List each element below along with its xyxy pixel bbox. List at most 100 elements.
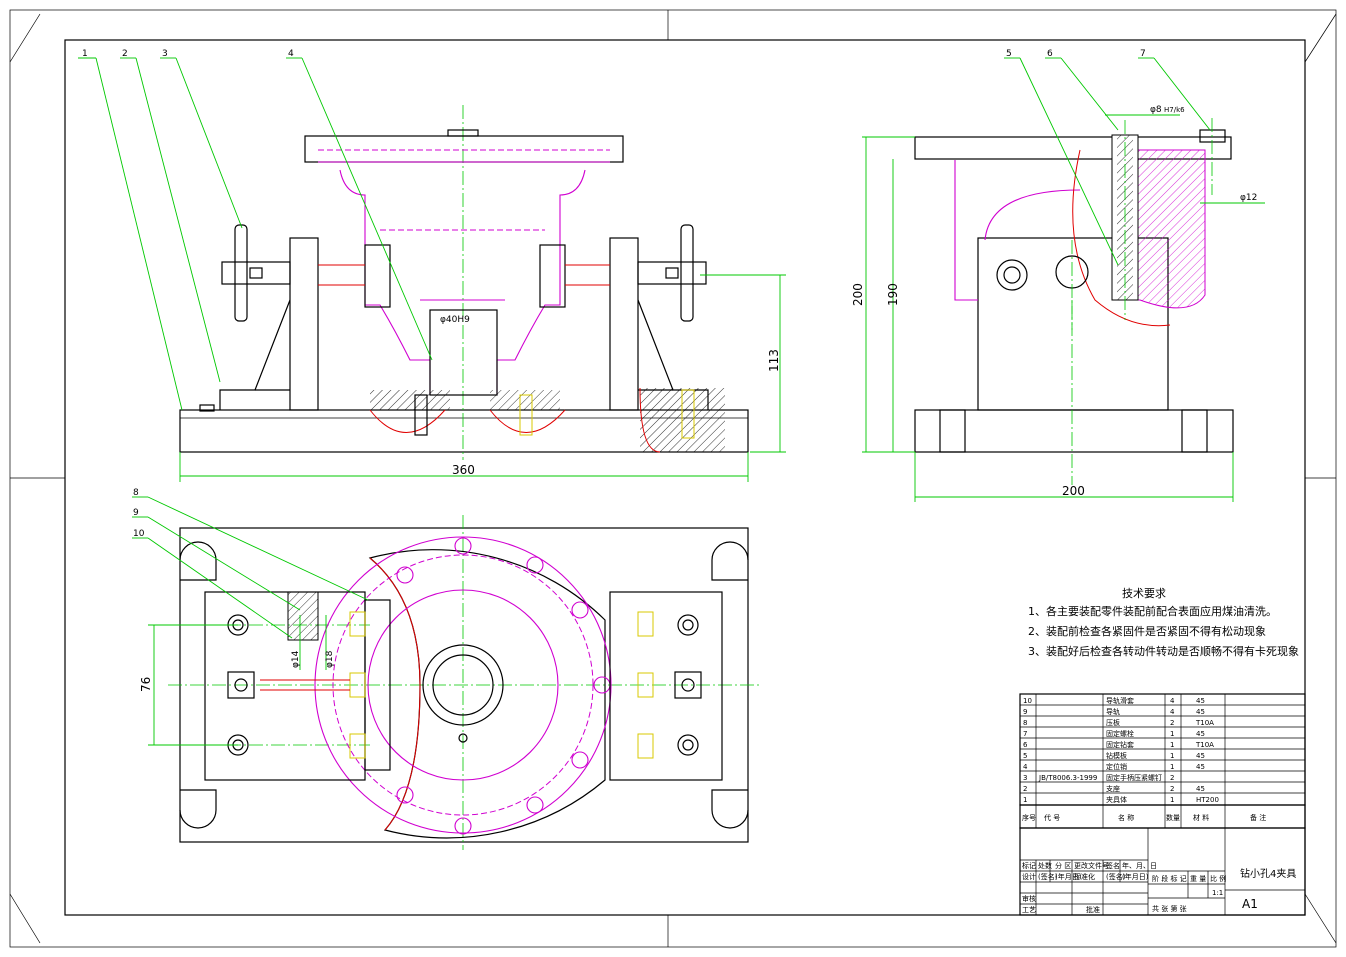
svg-text:7: 7 — [1023, 730, 1027, 738]
dim-dia18: φ18 — [325, 650, 335, 668]
svg-text:10: 10 — [1023, 697, 1032, 705]
title-block: 标记 处数 分 区 更改文件号 签名 年、月、日 设计 (签名) (年月日) 标… — [1019, 827, 1306, 916]
svg-text:(签名): (签名) — [1038, 872, 1058, 881]
svg-text:2: 2 — [1170, 774, 1174, 782]
dim-76: 76 — [139, 677, 153, 692]
svg-text:HT200: HT200 — [1196, 796, 1219, 804]
svg-text:年、月、日: 年、月、日 — [1122, 861, 1157, 870]
svg-text:45: 45 — [1196, 785, 1205, 793]
svg-text:4: 4 — [1170, 697, 1175, 705]
svg-text:1: 1 — [1170, 741, 1174, 749]
dim-360: 360 — [452, 463, 475, 477]
dim-190: 190 — [886, 283, 900, 306]
sheet-size: A1 — [1242, 897, 1258, 911]
svg-text:1: 1 — [1170, 763, 1174, 771]
svg-text:工艺: 工艺 — [1022, 906, 1036, 914]
svg-text:分 区: 分 区 — [1055, 861, 1071, 870]
svg-text:45: 45 — [1196, 708, 1205, 716]
dim-200-height: 200 — [851, 283, 865, 306]
svg-text:定位销: 定位销 — [1106, 762, 1127, 771]
svg-text:1: 1 — [1170, 730, 1174, 738]
svg-text:2: 2 — [1023, 785, 1027, 793]
svg-text:固定钻套: 固定钻套 — [1106, 740, 1134, 749]
part-balloons: 1 2 3 4 5 6 7 8 9 10 — [78, 49, 1211, 639]
svg-text:45: 45 — [1196, 763, 1205, 771]
svg-text:45: 45 — [1196, 697, 1205, 705]
drawing-name: 钻小孔4夹具 — [1240, 867, 1296, 880]
svg-text:T10A: T10A — [1195, 741, 1214, 749]
svg-text:1: 1 — [1170, 796, 1174, 804]
svg-text:阶 段 标 记: 阶 段 标 记 — [1152, 874, 1187, 883]
svg-text:2: 2 — [1170, 719, 1174, 727]
technical-notes: 技术要求 1、各主要装配零件装配前配合表面应用煤油清洗。 2、装配前检查各紧固件… — [1028, 587, 1299, 658]
svg-text:数量: 数量 — [1166, 813, 1180, 822]
svg-text:5: 5 — [1023, 752, 1027, 760]
svg-text:比 例: 比 例 — [1210, 874, 1226, 883]
dim-dia12: φ12 — [1240, 193, 1257, 203]
svg-text:导轨滑套: 导轨滑套 — [1106, 696, 1134, 705]
balloon-7: 7 — [1140, 49, 1146, 59]
svg-text:代 号: 代 号 — [1044, 813, 1060, 822]
note-3: 3、装配好后检查各转动件转动是否顺畅不得有卡死现象 — [1028, 644, 1299, 658]
top-view — [168, 515, 760, 850]
svg-text:4: 4 — [1023, 763, 1028, 771]
svg-text:共 张 第 张: 共 张 第 张 — [1152, 904, 1187, 913]
svg-text:材 料: 材 料 — [1193, 813, 1209, 822]
svg-text:夹具体: 夹具体 — [1106, 795, 1127, 804]
svg-text:签名: 签名 — [1106, 861, 1120, 870]
front-view — [179, 105, 749, 460]
svg-text:2: 2 — [1170, 785, 1174, 793]
svg-text:支座: 支座 — [1106, 784, 1120, 793]
svg-text:钻模板: 钻模板 — [1106, 751, 1127, 760]
svg-text:T10A: T10A — [1195, 719, 1214, 727]
balloon-6: 6 — [1047, 49, 1053, 59]
svg-text:8: 8 — [1023, 719, 1027, 727]
svg-text:标记: 标记 — [1022, 861, 1036, 870]
svg-text:批准: 批准 — [1086, 905, 1100, 914]
balloon-4: 4 — [288, 49, 294, 59]
svg-text:JB/T8006.3-1999: JB/T8006.3-1999 — [1038, 774, 1097, 782]
svg-text:(年月日): (年月日) — [1122, 872, 1149, 881]
notes-title: 技术要求 — [1122, 587, 1166, 600]
svg-text:4: 4 — [1170, 708, 1175, 716]
svg-text:45: 45 — [1196, 730, 1205, 738]
svg-text:审核: 审核 — [1022, 894, 1036, 903]
side-view — [914, 118, 1234, 485]
balloon-2: 2 — [122, 49, 128, 59]
svg-text:导轨: 导轨 — [1106, 707, 1120, 716]
balloon-9: 9 — [133, 508, 139, 518]
svg-text:(年月日): (年月日) — [1055, 872, 1082, 881]
svg-text:固定螺栓: 固定螺栓 — [1106, 729, 1134, 738]
svg-text:标准化: 标准化 — [1074, 872, 1095, 881]
dim-dia8: φ8 — [1150, 105, 1162, 115]
balloon-5: 5 — [1006, 49, 1012, 59]
balloon-1: 1 — [82, 49, 88, 59]
balloon-3: 3 — [162, 49, 168, 59]
svg-text:1: 1 — [1170, 752, 1174, 760]
svg-text:1:1: 1:1 — [1212, 889, 1223, 897]
dim-dia14: φ14 — [291, 650, 301, 668]
dimensions: 360 113 200 190 200 76 φ40H9 φ8 H7/k6 φ1… — [139, 105, 1265, 746]
svg-text:1: 1 — [1023, 796, 1027, 804]
svg-text:3: 3 — [1023, 774, 1027, 782]
svg-text:6: 6 — [1023, 741, 1028, 749]
dim-fit8: H7/k6 — [1164, 106, 1185, 114]
svg-text:(签名): (签名) — [1106, 872, 1126, 881]
note-2: 2、装配前检查各紧固件是否紧固不得有松动现象 — [1028, 624, 1266, 638]
note-1: 1、各主要装配零件装配前配合表面应用煤油清洗。 — [1028, 604, 1277, 618]
svg-text:更改文件号: 更改文件号 — [1074, 861, 1109, 870]
dim-200-width: 200 — [1062, 484, 1085, 498]
svg-text:重 量: 重 量 — [1190, 875, 1206, 883]
dim-dia40: φ40H9 — [440, 315, 470, 325]
svg-text:名 称: 名 称 — [1118, 813, 1134, 822]
dim-113: 113 — [767, 349, 781, 372]
svg-text:45: 45 — [1196, 752, 1205, 760]
balloon-8: 8 — [133, 488, 139, 498]
svg-text:设计: 设计 — [1022, 872, 1036, 881]
svg-text:序号: 序号 — [1022, 813, 1036, 822]
svg-text:压板: 压板 — [1106, 718, 1120, 727]
svg-text:备 注: 备 注 — [1250, 813, 1266, 822]
svg-text:9: 9 — [1023, 708, 1027, 716]
